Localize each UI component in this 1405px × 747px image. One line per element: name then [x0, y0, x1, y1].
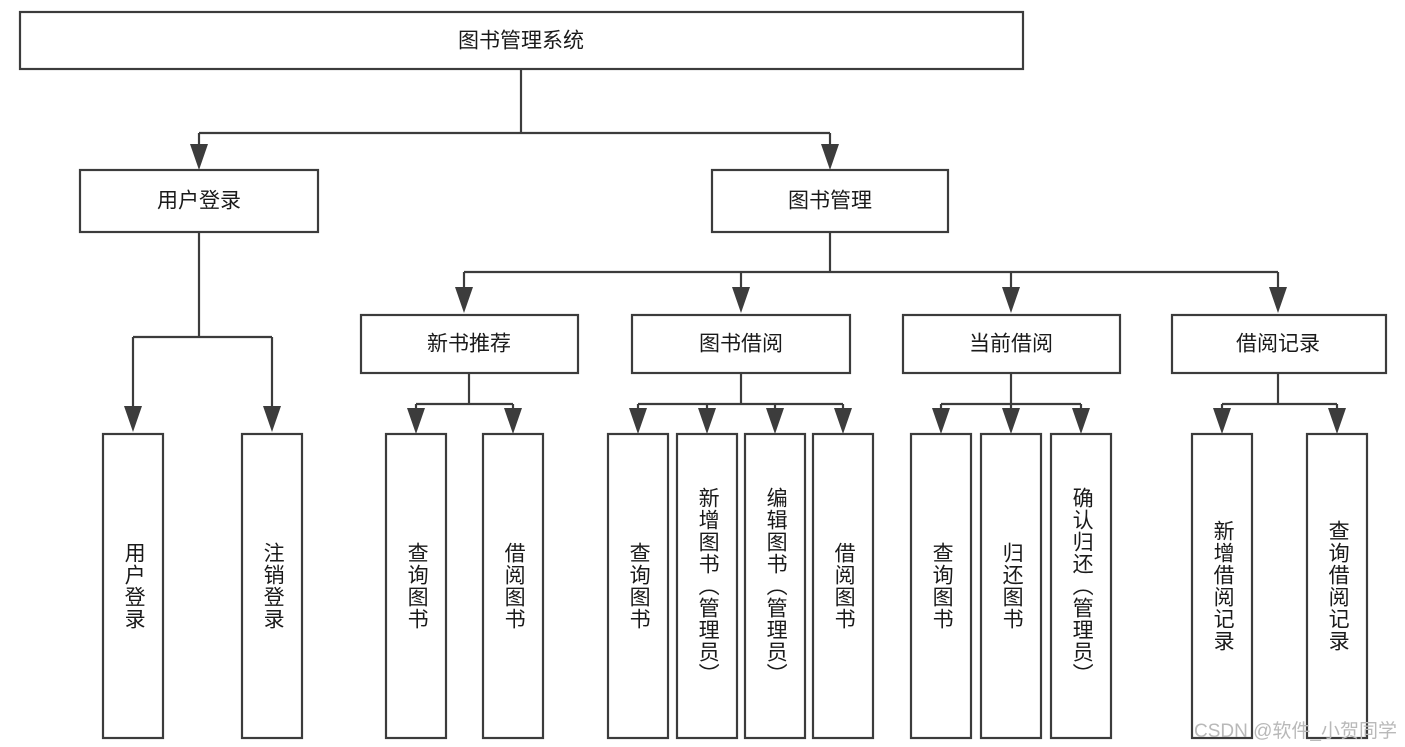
- leaf-box-add-record[interactable]: [1190, 432, 1254, 740]
- leaf-box-edit-book[interactable]: [743, 432, 807, 740]
- node-book-borrow-label: 图书借阅: [699, 333, 783, 356]
- node-current-borrow-label: 当前借阅: [969, 333, 1053, 356]
- connector-current-borrow-to-leaves: [932, 373, 1090, 434]
- connector-book-borrow-to-leaves: [629, 373, 852, 434]
- node-current-borrow[interactable]: 当前借阅: [901, 313, 1122, 375]
- node-user-login[interactable]: 用户登录: [78, 168, 320, 234]
- node-user-login-label: 用户登录: [157, 190, 241, 213]
- leaf-box-query-book-1[interactable]: [384, 432, 448, 740]
- csdn-watermark: CSDN @软件_小贺同学: [1194, 721, 1397, 742]
- node-book-borrow[interactable]: 图书借阅: [630, 313, 852, 375]
- node-borrow-record[interactable]: 借阅记录: [1170, 313, 1388, 375]
- leaf-box-query-record[interactable]: [1305, 432, 1369, 740]
- leaf-box-borrow-book-2[interactable]: [811, 432, 875, 740]
- connector-book-manage-to-level3: [455, 232, 1287, 313]
- leaf-box-user-login[interactable]: [101, 432, 165, 740]
- connector-user-login-to-leaves: [124, 232, 281, 432]
- connector-borrow-record-to-leaves: [1213, 373, 1346, 434]
- leaf-box-query-book-3[interactable]: [909, 432, 973, 740]
- connector-root-to-level2: [190, 69, 839, 170]
- leaf-box-confirm-return[interactable]: [1049, 432, 1113, 740]
- leaf-box-borrow-book-1[interactable]: [481, 432, 545, 740]
- node-root[interactable]: 图书管理系统: [18, 10, 1025, 71]
- leaf-box-return-book[interactable]: [979, 432, 1043, 740]
- node-book-manage-label: 图书管理: [788, 190, 872, 213]
- node-new-book-recommend-label: 新书推荐: [427, 333, 511, 356]
- node-root-label: 图书管理系统: [458, 30, 584, 53]
- leaf-box-user-logout[interactable]: [240, 432, 304, 740]
- node-borrow-record-label: 借阅记录: [1236, 333, 1320, 356]
- node-new-book-recommend[interactable]: 新书推荐: [359, 313, 580, 375]
- leaf-boxes: [101, 432, 1369, 740]
- leaf-box-add-book[interactable]: [675, 432, 739, 740]
- connector-new-book-recommend-to-leaves: [407, 373, 522, 434]
- leaf-box-query-book-2[interactable]: [606, 432, 670, 740]
- node-book-manage[interactable]: 图书管理: [710, 168, 950, 234]
